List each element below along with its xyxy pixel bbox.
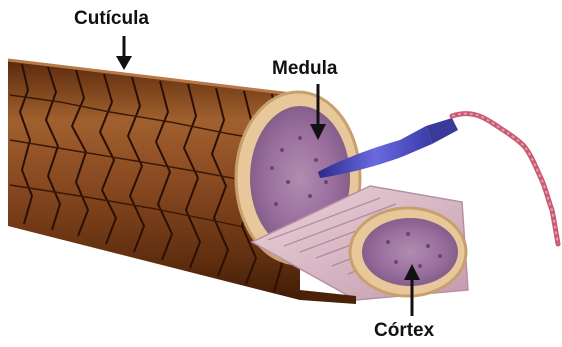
medulla-label: Medula <box>272 58 337 80</box>
cortex-label: Córtex <box>374 320 434 342</box>
cuticle-arrow <box>116 36 132 70</box>
cuticle-label: Cutícula <box>74 8 149 30</box>
